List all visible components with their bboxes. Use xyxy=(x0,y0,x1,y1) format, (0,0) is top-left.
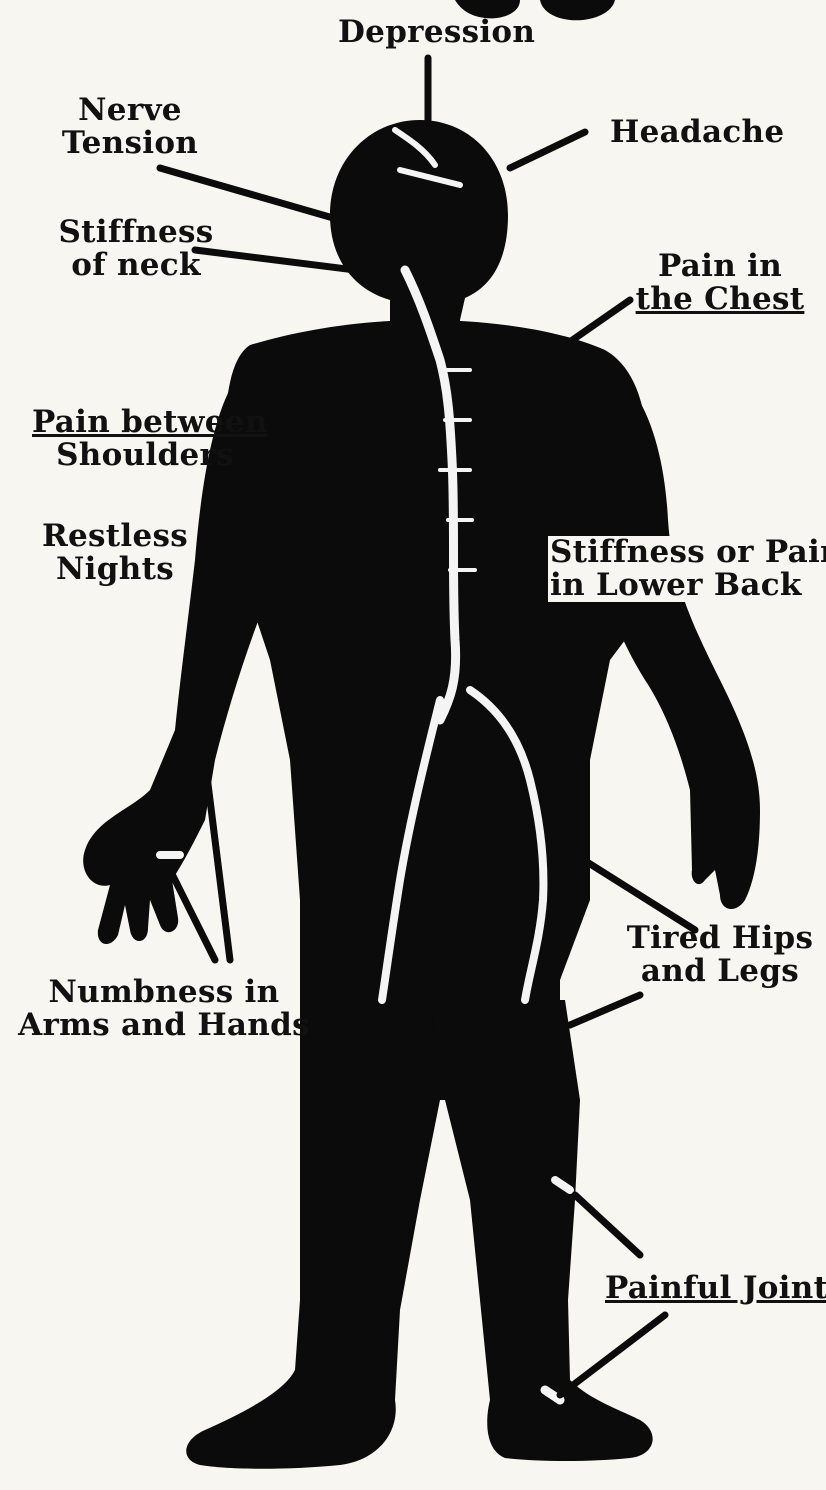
label-lower-back: Stiffness or Pain in Lower Back xyxy=(548,536,826,602)
label-nerve-tension-line1: Nerve xyxy=(60,94,200,127)
label-pain-chest-line1: Pain in xyxy=(630,250,810,283)
label-numbness-line1: Numbness in xyxy=(16,976,312,1009)
label-tired-hips-line2: and Legs xyxy=(620,955,820,988)
label-nerve-tension-line2: Tension xyxy=(60,127,200,160)
label-pain-chest: Pain in the Chest xyxy=(630,250,810,316)
label-pain-shoulders-line2: Shoulders xyxy=(32,439,258,472)
label-stiffness-neck: Stiffness of neck xyxy=(56,216,216,282)
label-pain-chest-line2: the Chest xyxy=(630,283,810,316)
label-tired-hips: Tired Hips and Legs xyxy=(620,922,820,988)
label-numbness: Numbness in Arms and Hands xyxy=(16,976,312,1042)
human-silhouette xyxy=(83,120,760,1469)
label-pain-shoulders-line1: Pain between xyxy=(32,406,258,439)
label-restless-nights: Restless Nights xyxy=(40,520,190,586)
label-headache: Headache xyxy=(610,116,784,149)
label-stiffness-neck-line2: of neck xyxy=(56,249,216,282)
label-lower-back-line1: Stiffness or Pain xyxy=(550,536,826,569)
label-pain-shoulders: Pain between Shoulders xyxy=(32,406,258,472)
label-restless-nights-line1: Restless xyxy=(40,520,190,553)
label-painful-joints: Painful Joints xyxy=(605,1272,826,1305)
label-tired-hips-line1: Tired Hips xyxy=(620,922,820,955)
label-restless-nights-line2: Nights xyxy=(40,553,190,586)
label-numbness-line2: Arms and Hands xyxy=(16,1009,312,1042)
label-nerve-tension: Nerve Tension xyxy=(60,94,200,160)
label-lower-back-line2: in Lower Back xyxy=(550,569,826,602)
label-depression: Depression xyxy=(338,16,518,49)
label-stiffness-neck-line1: Stiffness xyxy=(56,216,216,249)
